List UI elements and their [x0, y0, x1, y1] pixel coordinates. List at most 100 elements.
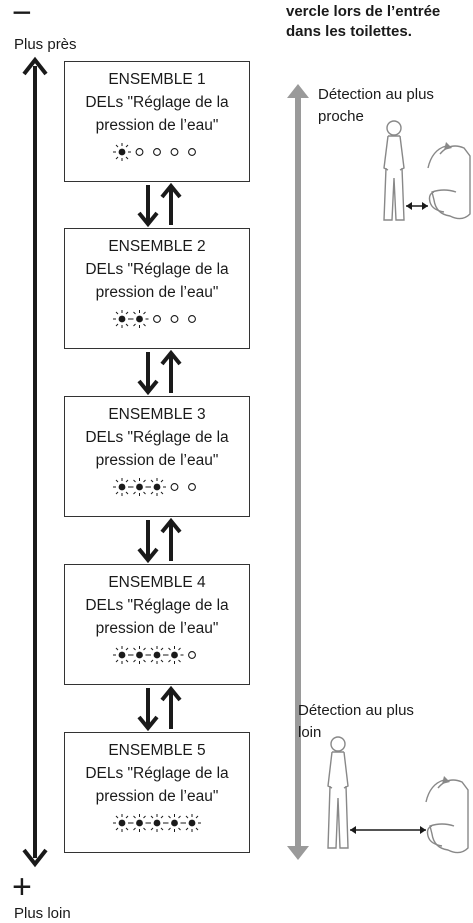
led-ray: [143, 815, 146, 819]
led-ray: [115, 827, 119, 831]
down-arrow-head: [137, 379, 159, 395]
led-indicator-row: [113, 646, 196, 664]
led-unlit-icon: [135, 148, 144, 156]
led-ray: [150, 491, 154, 495]
led-lit-icon: [136, 651, 143, 659]
led-lit-icon: [171, 819, 178, 827]
down-arrow-head: [137, 547, 159, 563]
led-ray: [125, 144, 129, 148]
led-ray: [178, 647, 181, 651]
led-ray: [125, 156, 129, 160]
led-ray: [160, 647, 164, 651]
led-ray: [125, 323, 129, 327]
led-ray: [150, 479, 154, 483]
set-line2: DELs "Réglage de la: [85, 597, 229, 614]
led-ray: [168, 815, 171, 819]
led-ray: [125, 311, 129, 315]
led-ray: [168, 827, 171, 831]
set-line2: DELs "Réglage de la: [85, 94, 229, 111]
led-lit-icon: [118, 148, 126, 156]
set-box-3: ENSEMBLE 3 DELs "Réglage de la pression de…: [64, 396, 250, 517]
led-unlit-icon: [188, 148, 196, 156]
led-ray: [150, 647, 154, 651]
led-ray: [133, 647, 136, 651]
label-plus-pres: Plus près: [14, 36, 77, 53]
led-ray: [125, 827, 129, 831]
set-title: ENSEMBLE 4: [108, 574, 206, 591]
led-ray: [133, 491, 136, 495]
led-lit-icon: [118, 315, 126, 323]
led-ray: [143, 827, 146, 831]
led-ray: [195, 815, 199, 819]
led-ray: [133, 311, 136, 315]
led-ray: [115, 156, 119, 160]
led-ray: [133, 479, 136, 483]
led-ray: [143, 479, 146, 483]
led-indicator-row: [113, 143, 196, 161]
led-unlit-icon: [153, 148, 161, 156]
distance-double-arrow: [22, 56, 48, 868]
led-unlit-icon: [170, 483, 179, 491]
led-lit-icon: [136, 315, 143, 323]
led-unlit-icon: [188, 315, 196, 323]
set-line3: pression de l’eau": [95, 620, 219, 637]
set-line2: DELs "Réglage de la: [85, 261, 229, 278]
led-lit-icon: [118, 819, 126, 827]
led-ray: [115, 815, 119, 819]
set-line2: DELs "Réglage de la: [85, 765, 229, 782]
set-line3: pression de l’eau": [95, 452, 219, 469]
led-unlit-icon: [188, 483, 196, 491]
plus-sign: +: [12, 868, 32, 906]
set-line3: pression de l’eau": [95, 788, 219, 805]
led-unlit-icon: [188, 651, 196, 659]
led-lit-icon: [153, 483, 161, 491]
led-ray: [115, 491, 119, 495]
led-ray: [160, 659, 164, 663]
led-lit-icon: [136, 483, 143, 491]
detection-range-arrow: [287, 84, 309, 860]
led-ray: [143, 491, 146, 495]
led-ray: [178, 815, 181, 819]
led-ray: [150, 827, 154, 831]
led-ray: [125, 491, 129, 495]
led-unlit-icon: [170, 148, 179, 156]
led-lit-icon: [118, 651, 126, 659]
down-arrow-head: [137, 715, 159, 731]
led-ray: [125, 659, 129, 663]
led-ray: [160, 815, 164, 819]
led-ray: [168, 647, 171, 651]
header-line-2: dans les toilettes.: [286, 23, 412, 40]
led-ray: [125, 479, 129, 483]
up-arrow-head: [160, 183, 182, 199]
near-person-toilet-illustration: [383, 120, 471, 221]
up-arrow-head: [160, 350, 182, 366]
led-ray: [178, 659, 181, 663]
led-ray: [178, 827, 181, 831]
led-ray: [133, 827, 136, 831]
led-ray: [143, 647, 146, 651]
led-ray: [185, 815, 189, 819]
led-ray: [160, 827, 164, 831]
down-arrow-head: [137, 211, 159, 227]
step-arrows: [137, 350, 182, 395]
led-lit-icon: [188, 819, 196, 827]
minus-sign: −: [12, 0, 32, 32]
led-ray: [150, 815, 154, 819]
led-ray: [125, 647, 129, 651]
far-detection-label: Détection au plus loin: [298, 702, 414, 741]
up-arrow-head: [160, 686, 182, 702]
led-ray: [115, 479, 119, 483]
set-line2: DELs "Réglage de la: [85, 429, 229, 446]
led-lit-icon: [171, 651, 178, 659]
set-title: ENSEMBLE 5: [108, 742, 206, 759]
led-ray: [143, 323, 146, 327]
set-box-5: ENSEMBLE 5 DELs "Réglage de la pression de…: [64, 732, 250, 853]
led-ray: [143, 311, 146, 315]
led-ray: [115, 311, 119, 315]
up-arrow-head: [160, 518, 182, 534]
set-title: ENSEMBLE 3: [108, 406, 206, 423]
led-unlit-icon: [170, 315, 179, 323]
led-unlit-icon: [153, 315, 161, 323]
led-ray: [115, 323, 119, 327]
